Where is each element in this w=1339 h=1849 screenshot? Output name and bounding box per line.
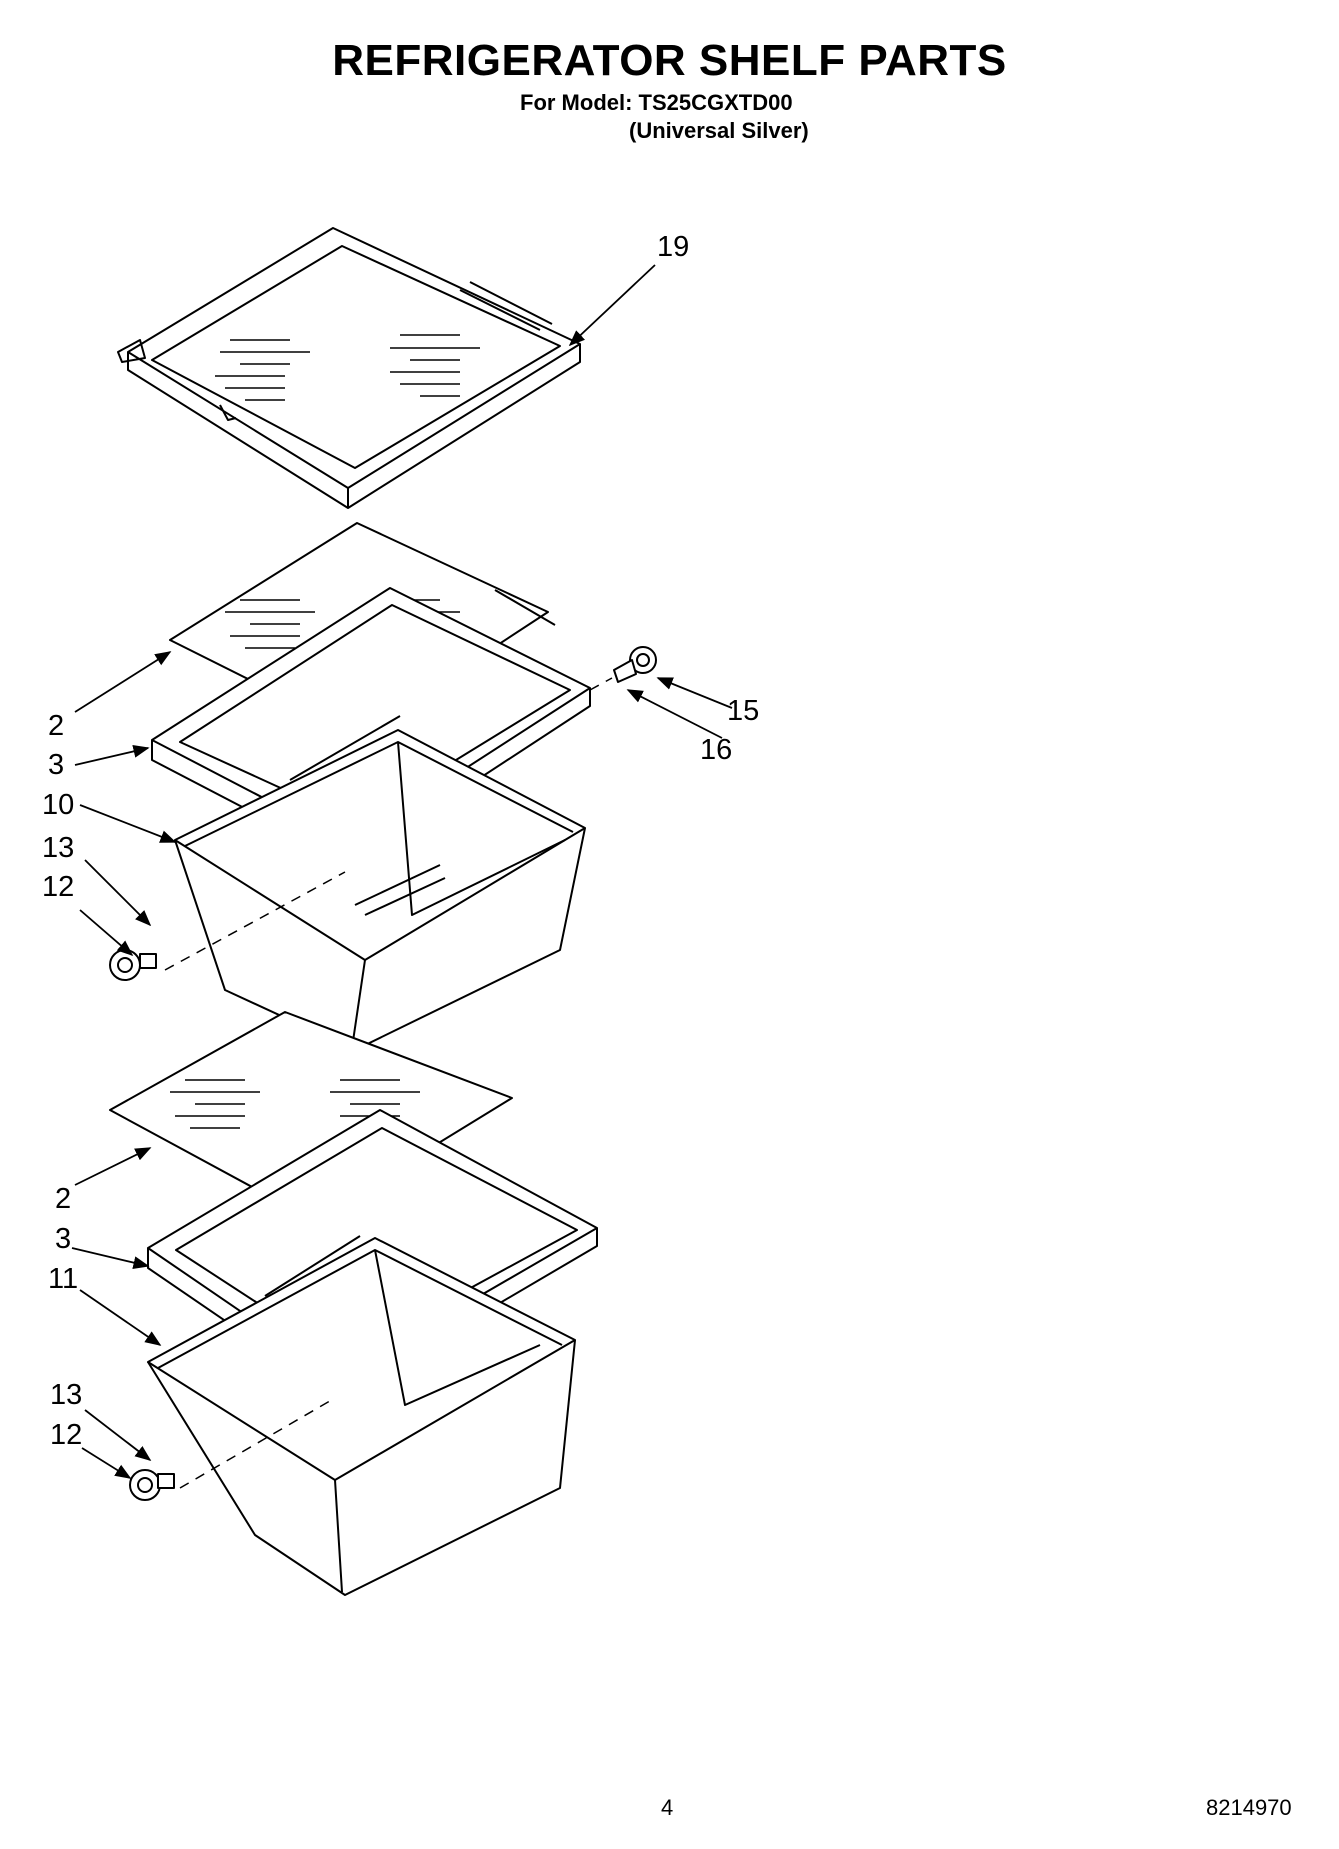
callout-3-upper: 3: [48, 749, 65, 781]
crisper-drawer-part-10: [174, 729, 586, 1051]
wheel-part-12-lower: [129, 1469, 175, 1501]
spacer-part-15: [629, 646, 657, 674]
callout-11: 11: [48, 1263, 79, 1295]
callout-12-lower: 12: [50, 1419, 83, 1451]
document-number: 8214970: [1206, 1795, 1292, 1820]
callout-15: 15: [727, 695, 760, 727]
page-title: REFRIGERATOR SHELF PARTS: [332, 36, 1007, 85]
callout-12-upper: 12: [42, 871, 75, 903]
page-number: 4: [661, 1795, 674, 1820]
glass-hatch-marks: [215, 334, 480, 401]
callout-19: 19: [657, 231, 690, 263]
crisper-drawer-part-11: [147, 1237, 576, 1596]
callout-2-lower: 2: [55, 1183, 72, 1215]
glass-shelf-part-2-lower: [109, 1011, 513, 1221]
model-number: For Model: TS25CGXTD00: [520, 90, 793, 115]
shelf-assembly-part-19: [117, 227, 581, 509]
screw-part-16: [613, 659, 637, 683]
callout-2-upper: 2: [48, 710, 65, 742]
callout-13-lower: 13: [50, 1379, 83, 1411]
callout-16: 16: [700, 734, 733, 766]
callout-13-upper: 13: [42, 832, 75, 864]
wheel-part-12-upper: [109, 949, 157, 981]
callout-10: 10: [42, 789, 75, 821]
callout-3-lower: 3: [55, 1223, 72, 1255]
model-variant: (Universal Silver): [629, 118, 809, 143]
